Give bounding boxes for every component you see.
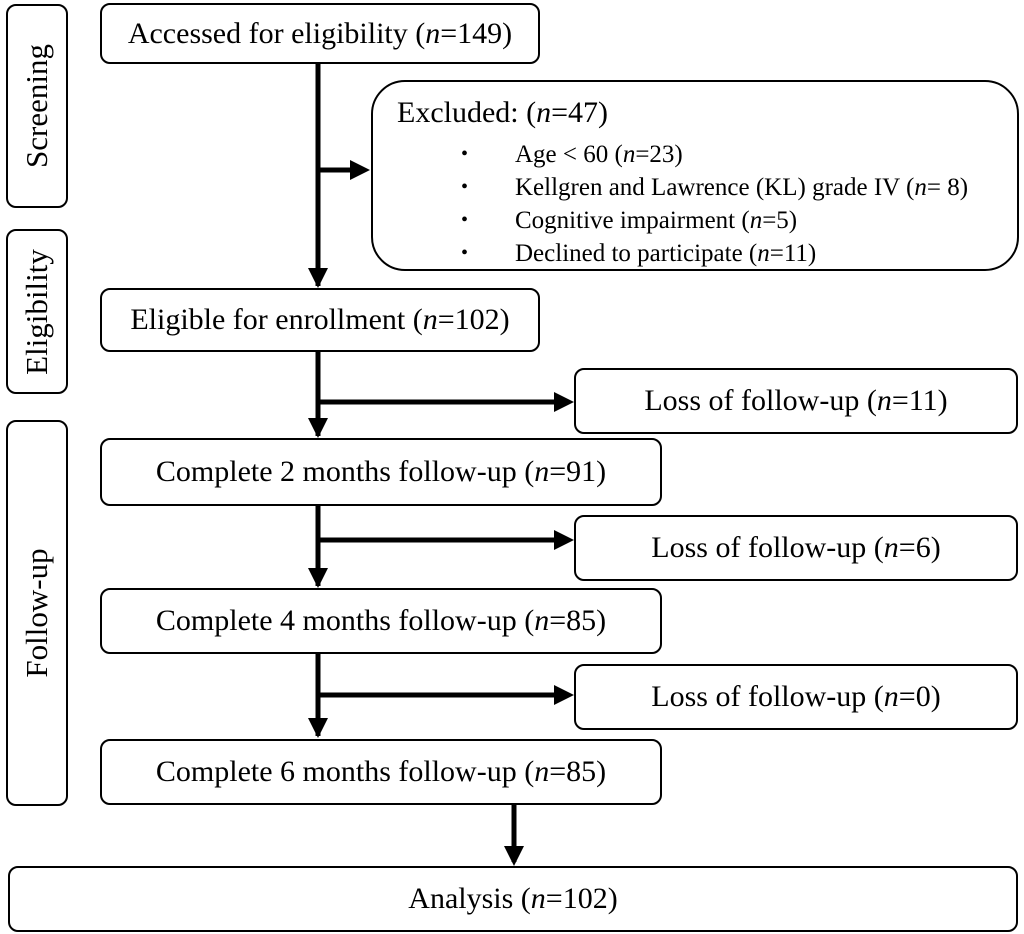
loss1-value: =11) [891, 384, 948, 417]
loss2-text: Loss of follow-up ( [651, 531, 884, 564]
complete6-n: n [534, 755, 550, 788]
eligible-text: Eligible for enrollment ( [130, 303, 423, 336]
arrowhead-loss2 [554, 530, 574, 550]
loss2-value: =6) [898, 531, 941, 564]
eligible-n: n [422, 303, 438, 336]
excluded-item: Declined to participate (n=11) [461, 237, 968, 270]
accessed-text: Accessed for eligibility ( [127, 16, 426, 50]
arrowhead-complete4 [308, 568, 328, 588]
loss3-value: =0) [898, 680, 941, 713]
complete4-n: n [534, 604, 550, 637]
complete6-value: =85) [549, 755, 607, 788]
loss1-n: n [876, 384, 892, 417]
box-accessed: Accessed for eligibility (n=149) [100, 3, 540, 64]
box-loss-2: Loss of follow-up (n=6) [574, 515, 1018, 581]
stage-followup: Follow-up [6, 420, 68, 806]
box-loss-3: Loss of follow-up (n=0) [574, 664, 1018, 730]
accessed-n: n [425, 16, 441, 50]
stage-screening-label: Screening [19, 44, 54, 168]
loss3-text: Loss of follow-up ( [651, 680, 884, 713]
complete4-value: =85) [549, 604, 607, 637]
box-loss-1: Loss of follow-up (n=11) [574, 368, 1018, 434]
excluded-item: Cognitive impairment (n=5) [461, 204, 968, 237]
arrowhead-excluded [350, 160, 370, 180]
box-complete-4: Complete 4 months follow-up (n=85) [100, 588, 662, 654]
stage-eligibility: Eligibility [6, 229, 68, 394]
accessed-value: =149) [440, 16, 513, 50]
analysis-n: n [530, 882, 546, 915]
excluded-item: Age < 60 (n=23) [461, 138, 968, 171]
box-analysis: Analysis (n=102) [8, 866, 1018, 932]
complete2-n: n [534, 455, 550, 488]
complete4-text: Complete 4 months follow-up ( [155, 604, 535, 637]
arrowhead-loss3 [554, 685, 574, 705]
complete2-text: Complete 2 months follow-up ( [155, 455, 535, 488]
excluded-item: Kellgren and Lawrence (KL) grade IV (n= … [461, 171, 968, 204]
excluded-heading: Excluded: (n=47) [397, 96, 609, 129]
analysis-value: =102) [545, 882, 618, 915]
box-excluded: Excluded: (n=47) Age < 60 (n=23) Kellgre… [371, 80, 1019, 271]
complete6-text: Complete 6 months follow-up ( [155, 755, 535, 788]
complete2-value: =91) [549, 455, 607, 488]
stage-screening: Screening [6, 4, 68, 208]
stage-followup-label: Follow-up [19, 548, 54, 678]
box-eligible: Eligible for enrollment (n=102) [100, 288, 540, 352]
box-complete-6: Complete 6 months follow-up (n=85) [100, 739, 662, 805]
arrowhead-eligible [308, 268, 328, 288]
arrowhead-complete6 [308, 718, 328, 738]
loss2-n: n [883, 531, 899, 564]
arrowhead-analysis [504, 846, 524, 866]
analysis-text: Analysis ( [408, 882, 531, 915]
loss3-n: n [883, 680, 899, 713]
box-complete-2: Complete 2 months follow-up (n=91) [100, 438, 662, 506]
eligible-value: =102) [437, 303, 510, 336]
loss1-text: Loss of follow-up ( [644, 384, 877, 417]
arrowhead-loss1 [554, 392, 574, 412]
excluded-list: Age < 60 (n=23) Kellgren and Lawrence (K… [461, 138, 968, 270]
stage-eligibility-label: Eligibility [19, 248, 54, 375]
arrowhead-complete2 [308, 418, 328, 438]
